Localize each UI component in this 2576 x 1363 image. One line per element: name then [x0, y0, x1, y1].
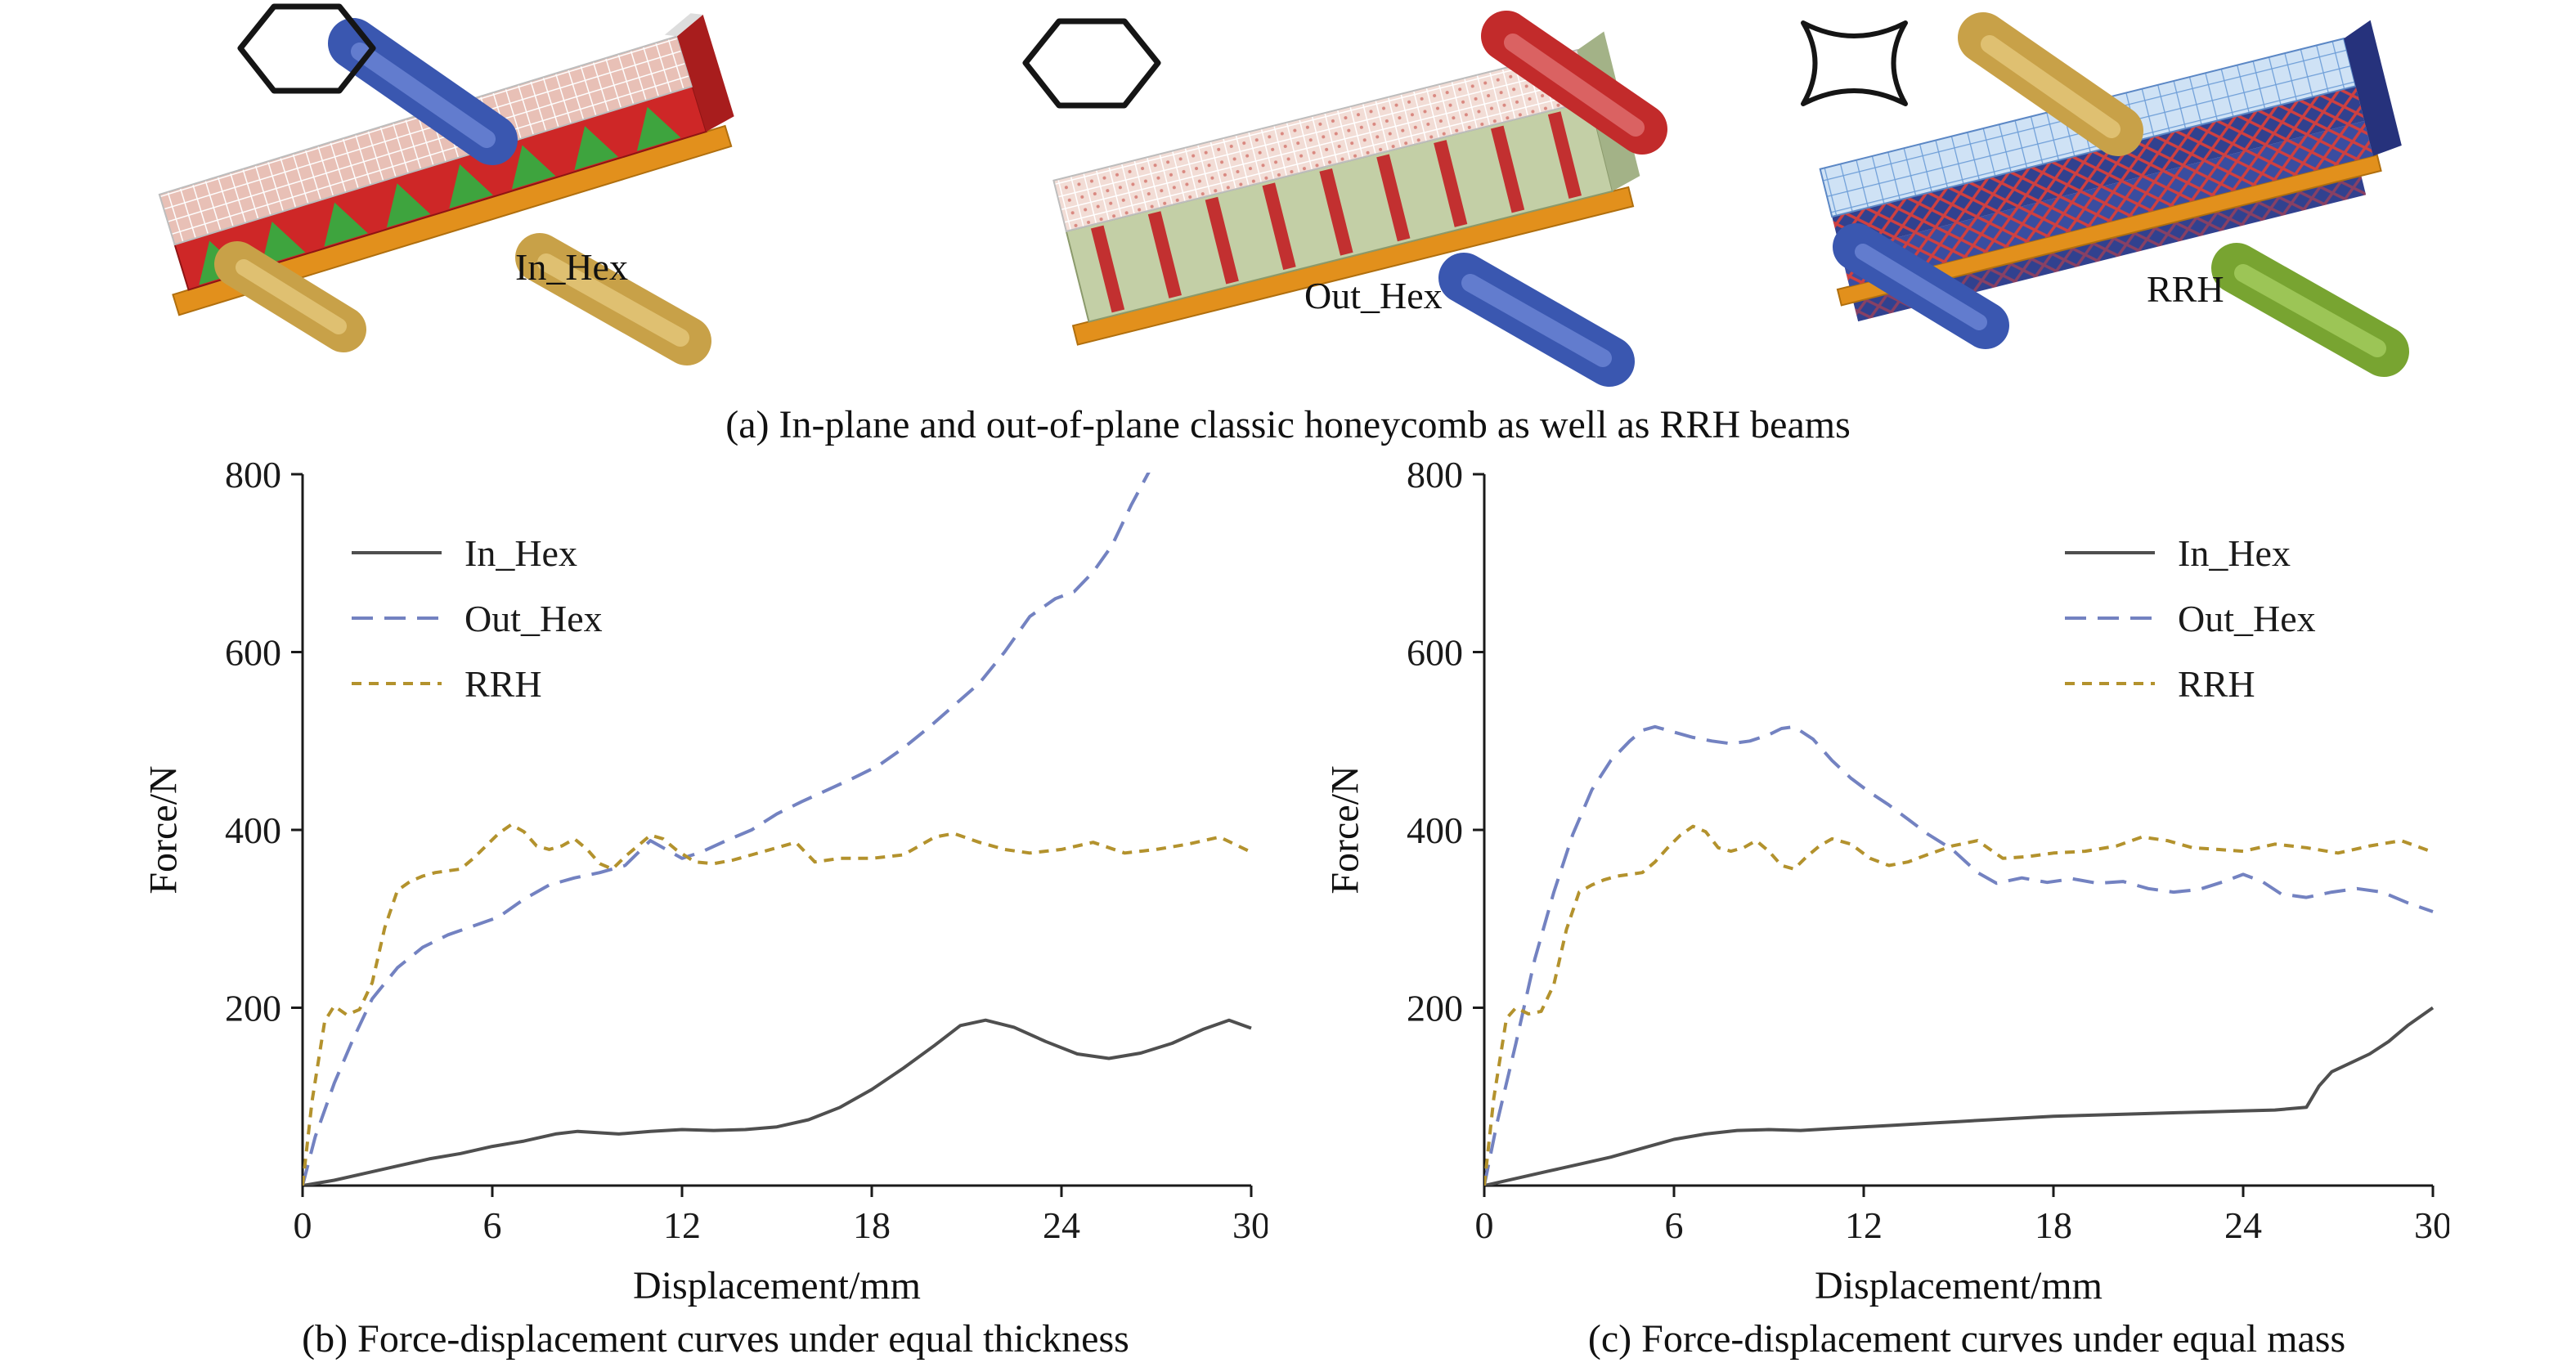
- svg-text:6: 6: [1665, 1204, 1684, 1246]
- structure-in-hex: In_Hex: [114, 0, 834, 384]
- svg-text:RRH: RRH: [2178, 663, 2255, 705]
- reentrant-cell-icon: [1801, 20, 1908, 106]
- svg-text:18: 18: [853, 1204, 891, 1246]
- svg-text:12: 12: [1845, 1204, 1883, 1246]
- svg-text:800: 800: [225, 454, 281, 495]
- svg-text:6: 6: [483, 1204, 502, 1246]
- svg-text:200: 200: [225, 988, 281, 1029]
- structure-label-rrh: RRH: [2147, 268, 2224, 310]
- in-hex-beam-illustration: [158, 13, 734, 365]
- svg-text:400: 400: [225, 809, 281, 851]
- caption-c: (c) Force-displacement curves under equa…: [1587, 1317, 2346, 1361]
- svg-text:400: 400: [1407, 809, 1463, 851]
- x-axis-label: Displacement/mm: [633, 1264, 921, 1307]
- support-cylinder-green: [2211, 243, 2409, 377]
- out-hex-beam-illustration: [1052, 11, 1667, 387]
- svg-text:In_Hex: In_Hex: [2178, 532, 2291, 574]
- svg-text:Out_Hex: Out_Hex: [464, 598, 603, 639]
- impactor-cylinder-red: [1481, 11, 1667, 155]
- hexagon-icon: [1022, 18, 1161, 109]
- svg-text:200: 200: [1407, 988, 1463, 1029]
- svg-text:30: 30: [1232, 1204, 1268, 1246]
- svg-text:30: 30: [2414, 1204, 2449, 1246]
- structure-out-hex: Out_Hex: [1006, 4, 1726, 388]
- support-cylinder-tan-right: [515, 233, 711, 365]
- support-cylinder-blue: [1438, 253, 1635, 387]
- caption-a: (a) In-plane and out-of-plane classic ho…: [725, 403, 1851, 446]
- support-cylinder-tan-left: [214, 241, 366, 352]
- svg-text:18: 18: [2035, 1204, 2072, 1246]
- support-cylinder-blue: [1833, 223, 2009, 349]
- svg-text:Out_Hex: Out_Hex: [2178, 598, 2316, 639]
- svg-text:0: 0: [294, 1204, 312, 1246]
- rrh-beam-illustration: [1819, 12, 2409, 377]
- svg-text:600: 600: [1407, 632, 1463, 674]
- svg-text:24: 24: [1043, 1204, 1080, 1246]
- structure-rrh: RRH: [1775, 4, 2519, 388]
- structure-label-in-hex: In_Hex: [515, 246, 628, 288]
- y-axis-label: Force/N: [1323, 765, 1367, 894]
- svg-text:In_Hex: In_Hex: [464, 532, 577, 574]
- y-axis-label: Force/N: [141, 765, 186, 894]
- hexagon-icon: [237, 3, 376, 94]
- caption-b: (b) Force-displacement curves under equa…: [302, 1317, 1129, 1361]
- svg-text:12: 12: [663, 1204, 701, 1246]
- svg-text:RRH: RRH: [464, 663, 542, 705]
- impactor-cylinder-tan: [1958, 12, 2143, 156]
- svg-text:0: 0: [1475, 1204, 1494, 1246]
- structure-label-out-hex: Out_Hex: [1304, 275, 1443, 316]
- svg-text:600: 600: [225, 632, 281, 674]
- svg-text:800: 800: [1407, 454, 1463, 495]
- x-axis-label: Displacement/mm: [1815, 1264, 2103, 1307]
- svg-text:24: 24: [2224, 1204, 2262, 1246]
